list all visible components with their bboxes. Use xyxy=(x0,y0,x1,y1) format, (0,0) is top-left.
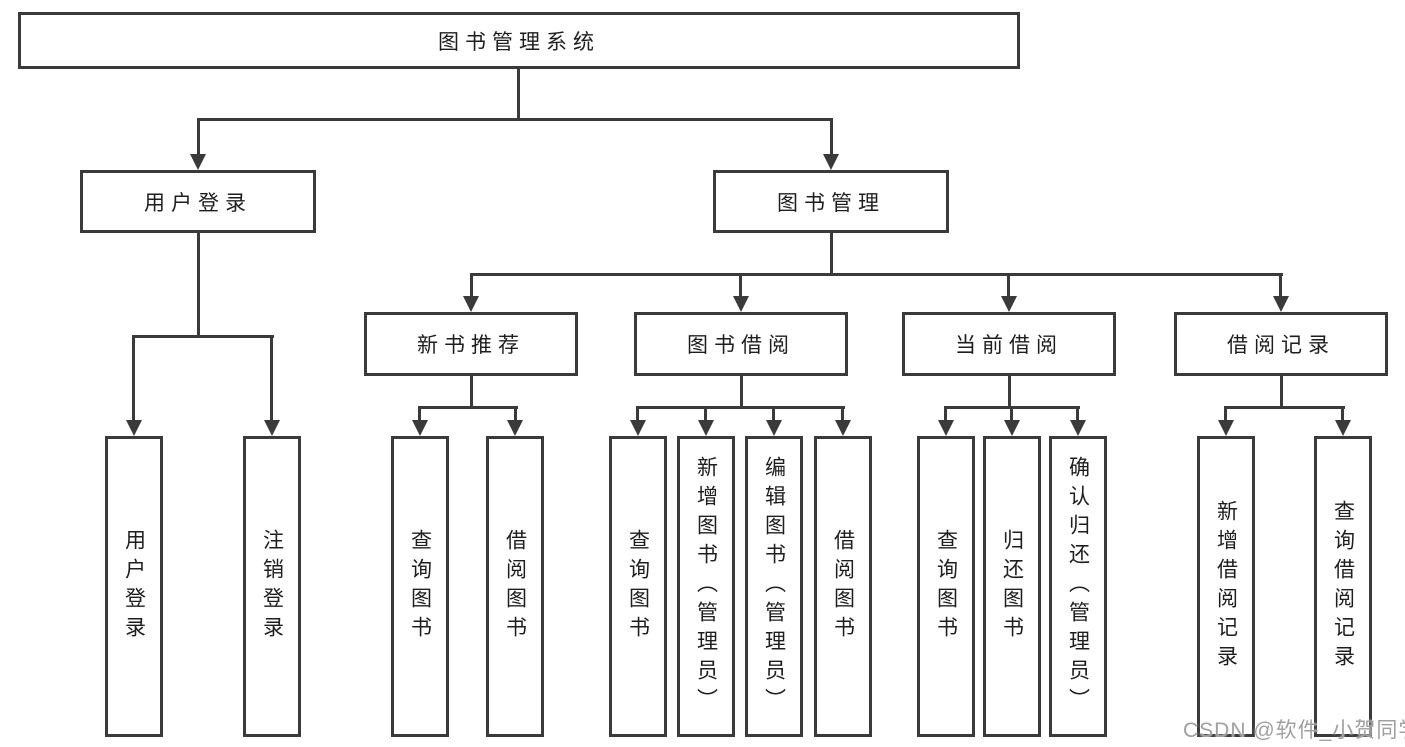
connector-line xyxy=(1007,273,1010,301)
node-book-management: 图书管理 xyxy=(713,170,949,233)
connector-line xyxy=(470,273,473,301)
arrowhead-icon xyxy=(733,296,749,312)
leaf-br-query-record: 查询借阅记录 xyxy=(1314,436,1372,737)
connector-line xyxy=(740,376,743,408)
arrowhead-icon xyxy=(507,420,523,436)
arrowhead-icon xyxy=(264,420,280,436)
arrowhead-icon xyxy=(938,420,954,436)
arrowhead-icon xyxy=(1004,420,1020,436)
connector-line xyxy=(772,406,775,424)
connector-line xyxy=(841,406,844,424)
leaf-cb-confirm-return-admin-label: 确认归还（管理员） xyxy=(1066,456,1090,717)
leaf-cb-return-book-label: 归还图书 xyxy=(1000,528,1024,645)
leaf-bb-edit-book-admin: 编辑图书（管理员） xyxy=(745,436,803,737)
arrowhead-icon xyxy=(126,420,142,436)
leaf-bb-edit-book-admin-label: 编辑图书（管理员） xyxy=(762,456,786,717)
node-current-borrow-label: 当前借阅 xyxy=(955,334,1063,357)
connector-line xyxy=(944,406,947,424)
arrowhead-icon xyxy=(463,296,479,312)
arrowhead-icon xyxy=(1335,420,1351,436)
connector-line xyxy=(830,118,833,158)
connector-line xyxy=(418,406,518,409)
arrowhead-icon xyxy=(1218,420,1234,436)
connector-line xyxy=(197,118,200,158)
leaf-bb-borrow-book-label: 借阅图书 xyxy=(831,528,855,645)
connector-line xyxy=(517,66,520,120)
leaf-logout-label: 注销登录 xyxy=(260,528,284,645)
arrowhead-icon xyxy=(698,420,714,436)
connector-line xyxy=(470,273,1283,276)
leaf-bb-query-book-label: 查询图书 xyxy=(626,528,650,645)
connector-line xyxy=(418,406,421,424)
arrowhead-icon xyxy=(190,154,206,170)
node-current-borrow: 当前借阅 xyxy=(902,312,1116,376)
connector-line xyxy=(1280,376,1283,408)
connector-line xyxy=(830,233,833,275)
connector-line xyxy=(1279,273,1282,301)
connector-line xyxy=(133,335,274,338)
node-borrow-record-label: 借阅记录 xyxy=(1227,334,1335,357)
leaf-bb-borrow-book: 借阅图书 xyxy=(814,436,872,737)
connector-line xyxy=(197,233,200,337)
connector-line xyxy=(636,406,845,409)
arrowhead-icon xyxy=(1070,420,1086,436)
leaf-cb-query-book-label: 查询图书 xyxy=(934,528,958,645)
connector-line xyxy=(1224,406,1345,409)
leaf-nb-borrow-book: 借阅图书 xyxy=(486,436,544,737)
watermark: CSDN @软件_小贺同学 xyxy=(1183,719,1405,742)
leaf-bb-add-book-admin: 新增图书（管理员） xyxy=(677,436,735,737)
connector-line xyxy=(636,406,639,424)
connector-line xyxy=(704,406,707,424)
node-user-login: 用户登录 xyxy=(80,170,316,233)
leaf-cb-confirm-return-admin: 确认归还（管理员） xyxy=(1049,436,1107,737)
arrowhead-icon xyxy=(1273,296,1289,312)
leaf-user-login-label: 用户登录 xyxy=(122,528,146,645)
connector-line xyxy=(470,376,473,408)
leaf-nb-query-book: 查询图书 xyxy=(391,436,449,737)
leaf-nb-query-book-label: 查询图书 xyxy=(408,528,432,645)
leaf-br-add-record: 新增借阅记录 xyxy=(1197,436,1255,737)
node-borrow-record: 借阅记录 xyxy=(1174,312,1388,376)
connector-line xyxy=(1076,406,1079,424)
arrowhead-icon xyxy=(766,420,782,436)
connector-line xyxy=(132,335,135,424)
arrowhead-icon xyxy=(1001,296,1017,312)
leaf-cb-return-book: 归还图书 xyxy=(983,436,1041,737)
arrowhead-icon xyxy=(835,420,851,436)
leaf-bb-query-book: 查询图书 xyxy=(609,436,667,737)
node-user-login-label: 用户登录 xyxy=(144,191,252,215)
leaf-cb-query-book: 查询图书 xyxy=(917,436,975,737)
leaf-nb-borrow-book-label: 借阅图书 xyxy=(503,528,527,645)
node-new-book-recommend: 新书推荐 xyxy=(364,312,578,376)
node-new-book-recommend-label: 新书推荐 xyxy=(417,334,525,357)
node-book-borrow-label: 图书借阅 xyxy=(687,334,795,357)
arrowhead-icon xyxy=(630,420,646,436)
leaf-br-query-record-label: 查询借阅记录 xyxy=(1331,499,1355,674)
leaf-user-login: 用户登录 xyxy=(105,436,163,737)
connector-line xyxy=(270,335,273,424)
connector-line xyxy=(1008,376,1011,408)
leaf-bb-add-book-admin-label: 新增图书（管理员） xyxy=(694,456,718,717)
node-root: 图书管理系统 xyxy=(18,12,1020,69)
node-book-borrow: 图书借阅 xyxy=(634,312,848,376)
node-root-label: 图书管理系统 xyxy=(438,30,600,54)
leaf-logout: 注销登录 xyxy=(243,436,301,737)
node-book-management-label: 图书管理 xyxy=(777,191,885,215)
connector-line xyxy=(739,273,742,301)
connector-line xyxy=(1010,406,1013,424)
connector-line xyxy=(1341,406,1344,424)
connector-line xyxy=(197,118,833,121)
connector-line xyxy=(514,406,517,424)
arrowhead-icon xyxy=(823,154,839,170)
leaf-br-add-record-label: 新增借阅记录 xyxy=(1214,499,1238,674)
connector-line xyxy=(1224,406,1227,424)
arrowhead-icon xyxy=(412,420,428,436)
